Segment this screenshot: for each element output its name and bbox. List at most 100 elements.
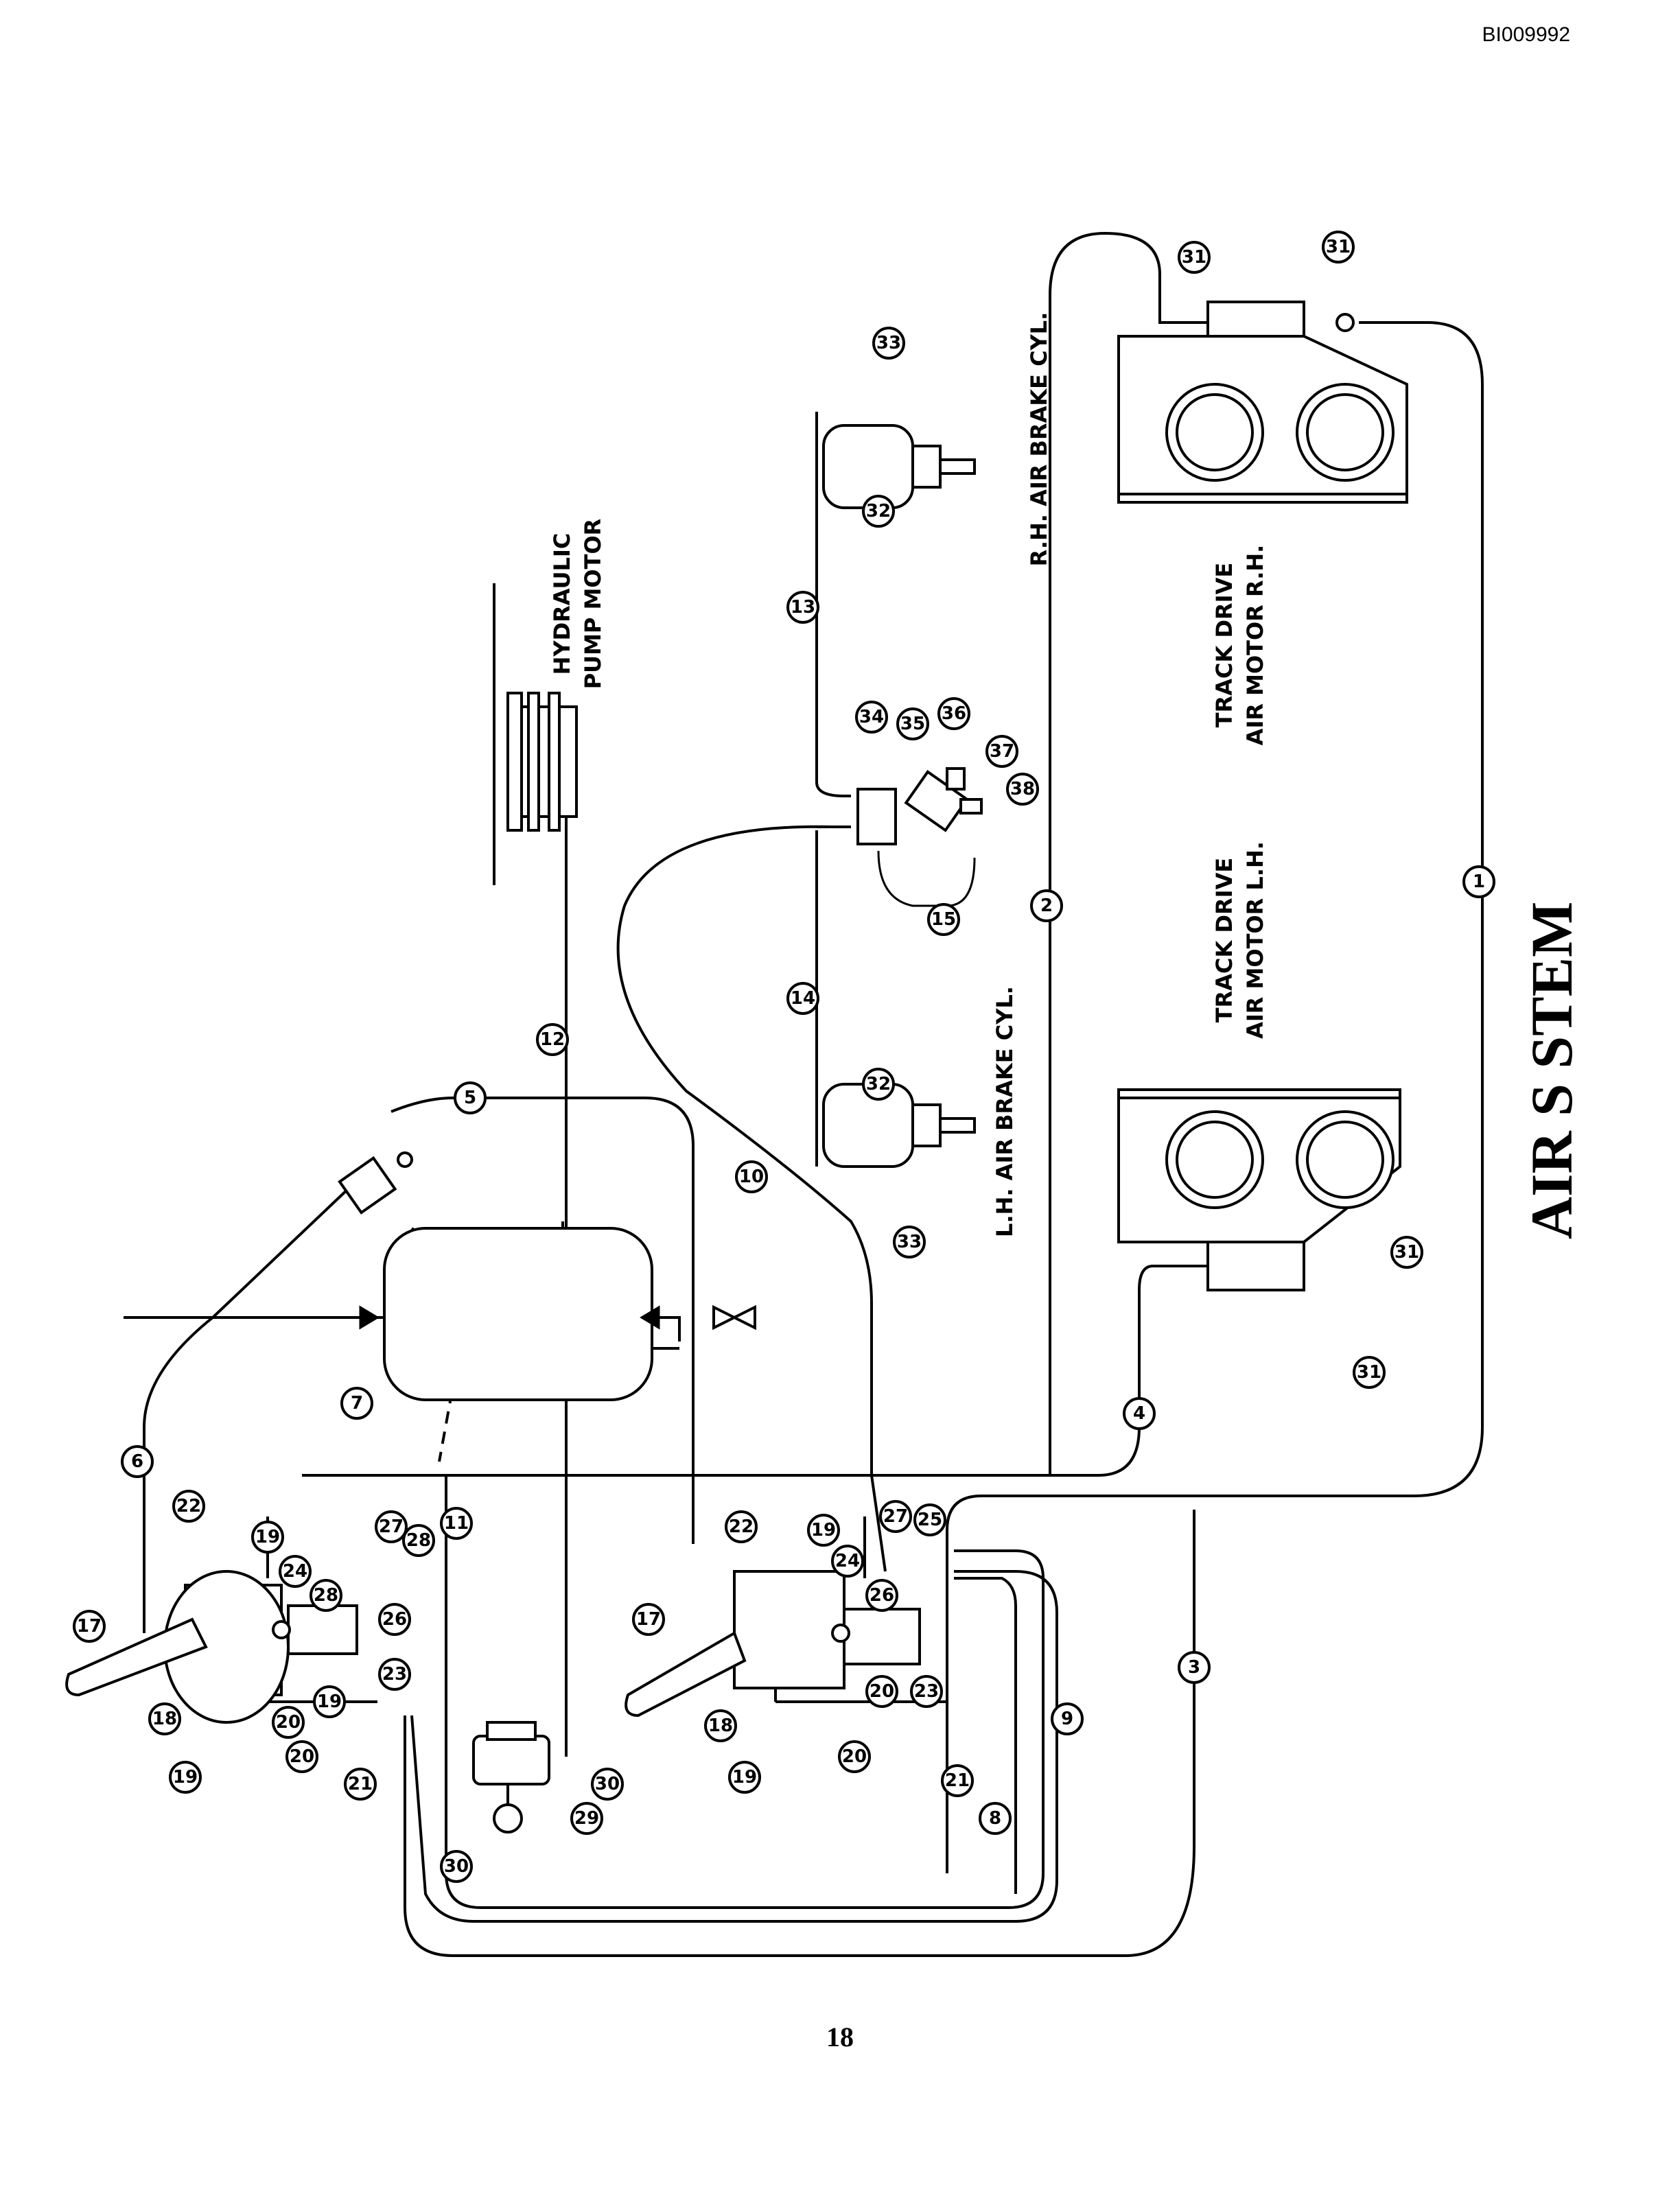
svg-text:31: 31 bbox=[1182, 247, 1206, 268]
callout: 27 bbox=[375, 1510, 408, 1543]
callout: 24 bbox=[831, 1545, 864, 1578]
lh-air-brake-cyl-label: L.H. AIR BRAKE CYL. bbox=[992, 986, 1018, 1237]
callout: 6 bbox=[121, 1445, 154, 1478]
diagram-title: AIR S STEM bbox=[1519, 902, 1585, 1239]
callout: 25 bbox=[913, 1503, 946, 1536]
svg-text:TRACK DRIVE: TRACK DRIVE bbox=[1211, 858, 1237, 1022]
callout: 18 bbox=[704, 1709, 737, 1742]
svg-text:17: 17 bbox=[77, 1616, 102, 1637]
svg-text:20: 20 bbox=[842, 1746, 867, 1767]
callout: 15 bbox=[927, 903, 960, 936]
callout: 4 bbox=[1123, 1397, 1156, 1430]
rh-air-brake-cyl-label: R.H. AIR BRAKE CYL. bbox=[1026, 312, 1052, 567]
svg-text:15: 15 bbox=[931, 909, 956, 930]
piping bbox=[124, 231, 1484, 1957]
svg-text:4: 4 bbox=[1133, 1403, 1145, 1424]
svg-text:23: 23 bbox=[382, 1664, 407, 1685]
hydraulic-pump-motor bbox=[506, 692, 578, 832]
rh-air-brake-cylinder bbox=[822, 424, 976, 509]
callout: 1 bbox=[1462, 865, 1495, 898]
callout: 19 bbox=[251, 1521, 284, 1554]
callout: 12 bbox=[536, 1023, 569, 1056]
callout: 34 bbox=[855, 701, 888, 734]
svg-text:33: 33 bbox=[876, 333, 901, 353]
svg-text:27: 27 bbox=[883, 1506, 908, 1527]
svg-text:3: 3 bbox=[1188, 1657, 1200, 1678]
unloader-valve bbox=[338, 1156, 397, 1215]
callouts: 1 2 3 4 5 6 7 8 9 10 11 12 13 14 15 17 1… bbox=[73, 231, 1495, 1883]
lh-air-brake-cylinder bbox=[822, 1083, 976, 1168]
svg-text:19: 19 bbox=[732, 1767, 757, 1788]
svg-text:12: 12 bbox=[540, 1029, 565, 1050]
callout: 26 bbox=[865, 1579, 898, 1612]
track-drive-lh-motor bbox=[1117, 1088, 1401, 1291]
callout: 7 bbox=[340, 1387, 373, 1420]
document-id: BI009992 bbox=[1482, 23, 1570, 46]
callout: 37 bbox=[985, 735, 1018, 768]
svg-text:2: 2 bbox=[1040, 895, 1053, 916]
svg-text:31: 31 bbox=[1357, 1362, 1381, 1383]
svg-text:AIR MOTOR L.H.: AIR MOTOR L.H. bbox=[1242, 841, 1268, 1039]
callout: 19 bbox=[313, 1685, 346, 1718]
svg-text:36: 36 bbox=[942, 703, 966, 724]
svg-text:35: 35 bbox=[900, 714, 925, 734]
svg-text:28: 28 bbox=[406, 1530, 431, 1551]
svg-text:19: 19 bbox=[317, 1691, 342, 1712]
svg-text:24: 24 bbox=[283, 1561, 307, 1582]
svg-text:30: 30 bbox=[595, 1774, 620, 1794]
svg-text:25: 25 bbox=[918, 1510, 942, 1530]
callout: 33 bbox=[872, 327, 905, 360]
callout: 29 bbox=[570, 1802, 603, 1835]
track-drive-rh-label: TRACK DRIVE AIR MOTOR R.H. bbox=[1211, 545, 1268, 746]
callout: 17 bbox=[632, 1603, 665, 1636]
svg-text:27: 27 bbox=[379, 1516, 404, 1537]
svg-text:21: 21 bbox=[348, 1774, 373, 1794]
callout: 3 bbox=[1178, 1651, 1211, 1684]
air-receiver-tank bbox=[383, 1227, 653, 1401]
callout: 36 bbox=[937, 697, 970, 730]
callout: 24 bbox=[279, 1555, 312, 1588]
svg-text:7: 7 bbox=[351, 1393, 363, 1414]
callout: 32 bbox=[862, 495, 895, 528]
svg-text:6: 6 bbox=[131, 1451, 143, 1472]
svg-text:32: 32 bbox=[866, 501, 891, 522]
callout: 35 bbox=[896, 707, 929, 740]
svg-text:29: 29 bbox=[574, 1808, 599, 1829]
callout: 9 bbox=[1051, 1702, 1084, 1735]
svg-text:26: 26 bbox=[870, 1585, 894, 1606]
svg-text:19: 19 bbox=[811, 1520, 836, 1541]
callout: 31 bbox=[1322, 231, 1355, 263]
callout: 28 bbox=[310, 1579, 342, 1612]
callout: 23 bbox=[378, 1658, 411, 1691]
svg-text:5: 5 bbox=[464, 1088, 476, 1108]
svg-text:1: 1 bbox=[1473, 871, 1485, 892]
callout: 21 bbox=[344, 1768, 377, 1801]
callout: 28 bbox=[402, 1524, 435, 1557]
svg-text:31: 31 bbox=[1326, 237, 1351, 257]
svg-text:PUMP MOTOR: PUMP MOTOR bbox=[580, 519, 606, 690]
svg-text:22: 22 bbox=[729, 1516, 754, 1537]
svg-text:37: 37 bbox=[990, 741, 1014, 762]
svg-text:28: 28 bbox=[314, 1585, 338, 1606]
callout: 27 bbox=[879, 1500, 912, 1533]
callout: 30 bbox=[591, 1768, 624, 1801]
callout: 19 bbox=[807, 1514, 840, 1547]
svg-text:AIR MOTOR R.H.: AIR MOTOR R.H. bbox=[1242, 545, 1268, 746]
svg-text:22: 22 bbox=[176, 1496, 201, 1516]
callout: 33 bbox=[893, 1226, 926, 1258]
svg-text:20: 20 bbox=[290, 1746, 314, 1767]
callout: 31 bbox=[1390, 1236, 1423, 1269]
right-control-valve bbox=[625, 1570, 921, 1718]
callout: 19 bbox=[169, 1761, 202, 1794]
callout: 13 bbox=[786, 591, 819, 624]
svg-text:10: 10 bbox=[739, 1167, 764, 1187]
svg-text:23: 23 bbox=[914, 1681, 939, 1702]
svg-text:34: 34 bbox=[859, 707, 884, 727]
svg-text:11: 11 bbox=[444, 1513, 469, 1534]
svg-text:30: 30 bbox=[444, 1856, 469, 1877]
track-drive-lh-label: TRACK DRIVE AIR MOTOR L.H. bbox=[1211, 841, 1268, 1039]
callout: 22 bbox=[725, 1510, 758, 1543]
callout: 31 bbox=[1178, 241, 1211, 274]
svg-text:17: 17 bbox=[636, 1609, 661, 1630]
